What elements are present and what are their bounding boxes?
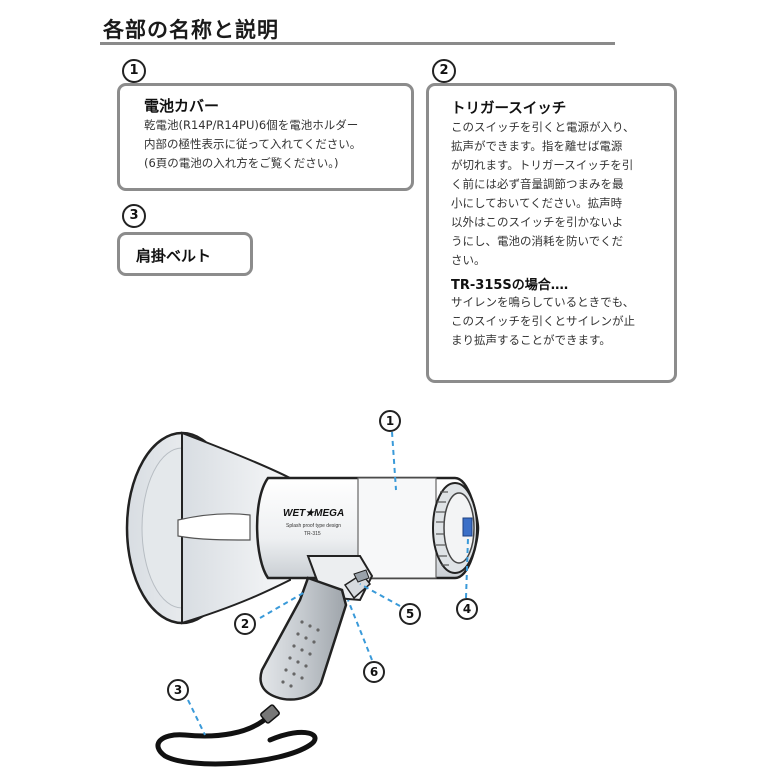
- trigger-switch-title: トリガースイッチ: [451, 101, 567, 117]
- diagram-callout-6-ring: [363, 661, 385, 683]
- section-title: 各部の名称と説明: [103, 18, 279, 42]
- diagram-callout-1-ring: [379, 410, 401, 432]
- callout-number-3: 3: [122, 204, 146, 228]
- rear-indicator: [462, 517, 473, 537]
- brand-logo: WET★MEGA: [283, 508, 344, 519]
- tr315s-text: サイレンを鳴らしているときでも、 このスイッチを引くとサイレンが止 まり拡声する…: [451, 295, 635, 347]
- title-underline: [100, 42, 615, 45]
- callout-lines: [187, 431, 469, 736]
- brand-tagline: Splash proof type design: [286, 523, 341, 529]
- battery-cover-text: 乾電池(R14P/R14PU)6個を電池ホルダー 内部の極性表示に従って入れてく…: [144, 118, 362, 170]
- megaphone-body: [255, 476, 480, 580]
- diagram-callout-2-ring: [234, 613, 256, 635]
- volume-knob: [436, 491, 449, 566]
- diagram-callout-6: 6: [370, 665, 378, 679]
- diagram-callout-4-ring: [456, 598, 478, 620]
- battery-cover-title: 電池カバー: [144, 97, 220, 115]
- diagram-callout-5-ring: [399, 603, 421, 625]
- trigger-switch-box: トリガースイッチ このスイッチを引くと電源が入り、 拡声ができます。指を離せば電…: [426, 83, 677, 383]
- diagram-callout-4: 4: [463, 602, 471, 616]
- diagram-callout-5: 5: [406, 607, 414, 621]
- handle-grip: [259, 576, 348, 701]
- shoulder-belt-title: 肩掛ベルト: [136, 247, 212, 265]
- siren-switch: [353, 569, 370, 583]
- diagram-callout-3-ring: [167, 679, 189, 701]
- callout-number-1: 1: [122, 59, 146, 83]
- callout-number-2: 2: [432, 59, 456, 83]
- shoulder-strap: [155, 704, 318, 767]
- battery-cover-box: 電池カバー 乾電池(R14P/R14PU)6個を電池ホルダー 内部の極性表示に従…: [117, 83, 414, 191]
- trigger-switch-text: このスイッチを引くと電源が入り、 拡声ができます。指を離せば電源 が切れます。ト…: [451, 120, 635, 267]
- grip-texture: [281, 620, 320, 688]
- brand-model: TR-315: [304, 531, 321, 537]
- diagram-callout-3: 3: [174, 683, 182, 697]
- shoulder-belt-box: 肩掛ベルト: [117, 232, 253, 276]
- diagram-callout-2: 2: [241, 617, 249, 631]
- tr315s-subtitle: TR-315Sの場合‥‥: [451, 278, 569, 293]
- diagram-callout-1: 1: [386, 414, 394, 428]
- horn-bell: [125, 431, 291, 625]
